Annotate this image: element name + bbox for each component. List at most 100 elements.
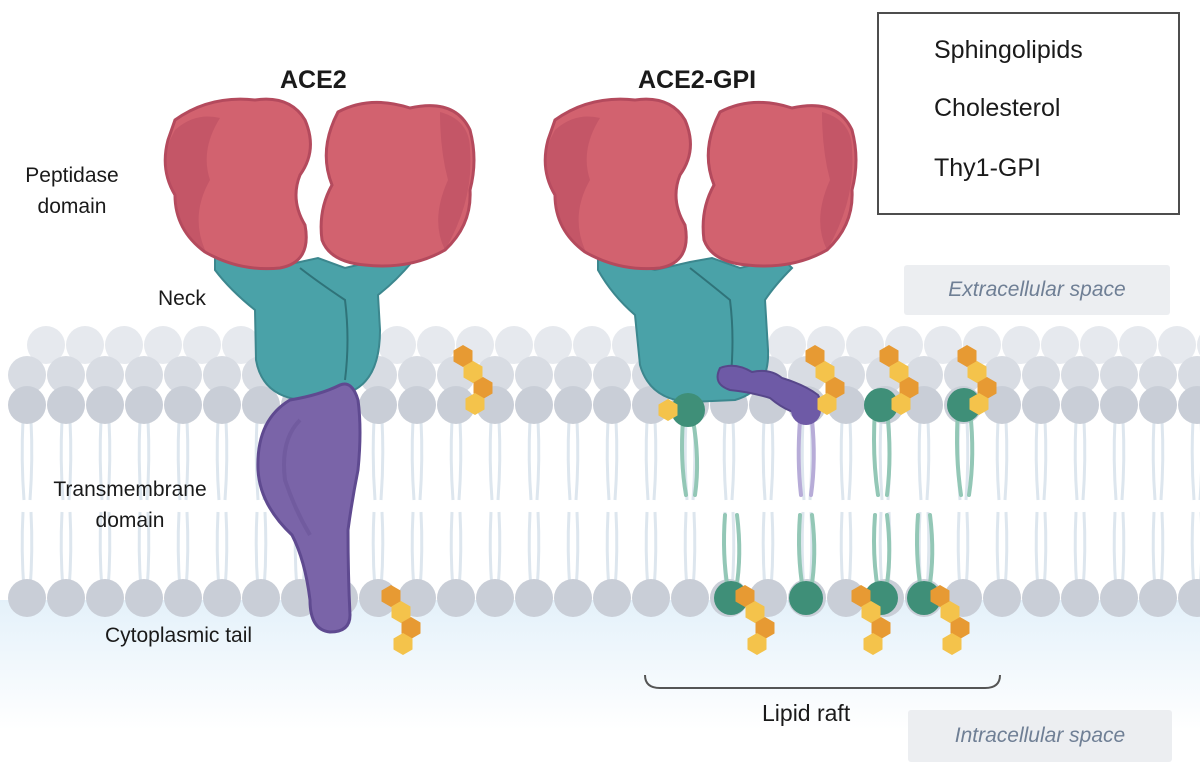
lipid-head <box>242 386 280 424</box>
lipid-head <box>983 579 1021 617</box>
lipid-tail <box>20 419 34 501</box>
lipid-head <box>125 356 163 394</box>
ace2-title: ACE2 <box>280 66 347 94</box>
intracellular-space-label: Intracellular space <box>908 710 1172 762</box>
lipid-head <box>768 326 806 364</box>
lipid-head <box>573 326 611 364</box>
lipid-tail <box>1190 511 1200 591</box>
lipid-head <box>437 386 475 424</box>
lipid-tail <box>488 511 502 591</box>
lipid-tail <box>956 511 970 591</box>
lipid-head <box>1022 386 1060 424</box>
lipid-head <box>671 579 709 617</box>
lipid-tail <box>566 511 580 591</box>
lipid-head <box>1041 326 1079 364</box>
lipid-tail <box>1112 511 1126 591</box>
lipid-head <box>1100 579 1138 617</box>
lipid-head <box>417 326 455 364</box>
lipid-tail <box>449 511 463 591</box>
lipid-tail <box>1151 419 1165 501</box>
lipid-head <box>203 356 241 394</box>
lipid-head <box>1158 326 1196 364</box>
lipid-tail <box>1073 511 1087 591</box>
legend-item-thy1-gpi: Thy1-GPI <box>934 154 1041 182</box>
lipid-head <box>359 386 397 424</box>
lipid-head <box>203 386 241 424</box>
lipid-head <box>1022 356 1060 394</box>
peptidase-domain-label: Peptidase domain <box>25 164 119 218</box>
raft-sphingolipid-heads <box>671 388 981 615</box>
lipid-head <box>437 579 475 617</box>
lipid-head <box>1022 579 1060 617</box>
lipid-tail <box>488 419 502 501</box>
lipid-head <box>125 386 163 424</box>
lipid-head <box>476 579 514 617</box>
lipid-raft-bracket <box>644 674 1001 689</box>
lipid-tail <box>215 419 229 501</box>
legend-item-sphingolipids: Sphingolipids <box>934 36 1083 64</box>
lipid-tail <box>605 511 619 591</box>
lipid-head <box>8 579 46 617</box>
lipid-head <box>515 386 553 424</box>
lipid-tail <box>527 511 541 591</box>
upper-leaflet-heads <box>8 386 1200 424</box>
lipid-head <box>495 326 533 364</box>
lipid-head <box>164 579 202 617</box>
lipid-raft-label: Lipid raft <box>762 700 851 726</box>
lipid-tail <box>995 511 1009 591</box>
lipid-head <box>242 579 280 617</box>
lipid-head <box>1139 579 1177 617</box>
lipid-head <box>1178 579 1200 617</box>
neck-label: Neck <box>158 287 206 310</box>
lipid-head <box>1197 334 1200 356</box>
lipid-head <box>1178 386 1200 424</box>
lipid-head <box>1100 386 1138 424</box>
lipid-head <box>1061 386 1099 424</box>
lipid-head <box>1061 579 1099 617</box>
lipid-head <box>846 326 884 364</box>
lipid-head <box>86 579 124 617</box>
lipid-head <box>144 326 182 364</box>
lipid-head <box>1139 356 1177 394</box>
cytoplasmic-tail-label: Cytoplasmic tail <box>105 624 253 647</box>
lipid-tail <box>410 419 424 501</box>
lipid-head <box>554 356 592 394</box>
lipid-tail <box>644 419 658 501</box>
lipid-head <box>1119 326 1157 364</box>
lipid-tail <box>176 419 190 501</box>
lipid-tail <box>917 419 931 501</box>
lipid-head <box>378 326 416 364</box>
lipid-head <box>398 386 436 424</box>
extracellular-space-label: Extracellular space <box>904 265 1170 315</box>
lipid-head <box>164 356 202 394</box>
lipid-head <box>164 386 202 424</box>
lipid-head <box>554 579 592 617</box>
ace2-protein <box>163 97 476 634</box>
lipid-head <box>47 356 85 394</box>
lipid-tail <box>683 511 697 591</box>
ace2-gpi-protein <box>543 97 858 417</box>
lipid-tail <box>137 419 151 501</box>
ace2-gpi-title: ACE2-GPI <box>638 66 757 94</box>
lipid-head <box>8 386 46 424</box>
lipid-tail <box>527 419 541 501</box>
lipid-head <box>554 386 592 424</box>
lipid-head <box>515 579 553 617</box>
lipid-head <box>86 356 124 394</box>
lipid-tail <box>98 419 112 501</box>
lipid-tail <box>644 511 658 591</box>
lipid-head <box>125 579 163 617</box>
lipid-tail <box>1034 419 1048 501</box>
lipid-head <box>86 386 124 424</box>
lipid-tail <box>995 419 1009 501</box>
transmembrane-domain-label: Transmembrane domain <box>53 478 207 532</box>
lipid-head <box>924 326 962 364</box>
lipid-head <box>1100 356 1138 394</box>
lipid-tail <box>1073 419 1087 501</box>
lipid-head <box>534 326 572 364</box>
lipid-head <box>222 326 260 364</box>
lipid-head <box>183 326 221 364</box>
lipid-tail <box>566 419 580 501</box>
lipid-head <box>1139 386 1177 424</box>
